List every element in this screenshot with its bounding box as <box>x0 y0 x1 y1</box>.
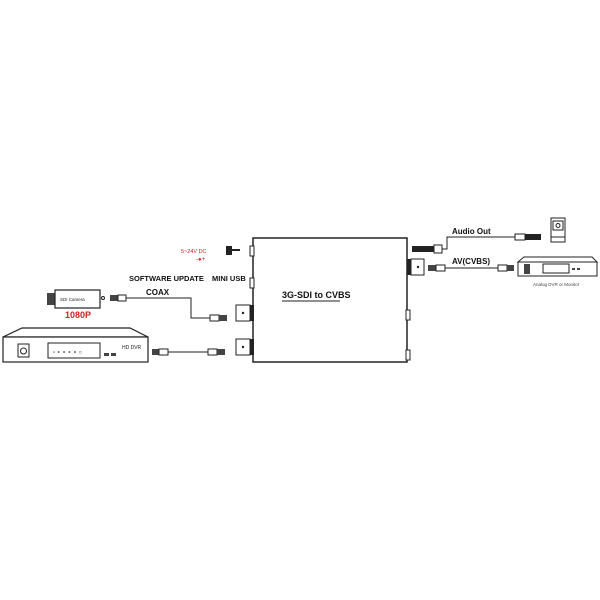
coax-cable <box>110 294 227 322</box>
av-cable: AV(CVBS) <box>428 257 514 272</box>
power-polarity-icon: -●+ <box>196 257 206 263</box>
mini-usb-label: MINI USB <box>212 274 246 283</box>
av-cvbs-label: AV(CVBS) <box>452 257 490 266</box>
monitor-label: Analog DVR or Monitor <box>533 282 580 287</box>
dvr-label: HD DVR <box>122 345 142 351</box>
cvbs-output-port <box>407 258 425 276</box>
hd-dvr: ▫ ∘ ∘ ∘ ∘ ○ HD DVR <box>2 327 149 363</box>
device-title: 3G-SDI to CVBS <box>282 290 351 300</box>
coax-label: COAX <box>146 288 170 297</box>
power-plug: 5~24V DC -●+ <box>181 246 240 263</box>
sdi-camera: SDI Camera 1080P <box>47 289 105 320</box>
audio-plug <box>412 244 443 254</box>
power-label: 5~24V DC <box>181 249 207 255</box>
software-update-label: SOFTWARE UPDATE <box>129 274 204 283</box>
analog-monitor: Analog DVR or Monitor <box>516 256 599 287</box>
sdi-loop-port <box>235 338 254 356</box>
speaker-icon <box>550 217 566 243</box>
sdi-input-port <box>235 304 254 322</box>
dvr-cable <box>152 348 225 356</box>
camera-resolution: 1080P <box>65 310 91 320</box>
audio-cable: Audio Out <box>442 227 541 250</box>
converter-box: 3G-SDI to CVBS <box>249 237 411 363</box>
svg-text:▫ ∘ ∘ ∘ ∘ ○: ▫ ∘ ∘ ∘ ∘ ○ <box>53 350 82 356</box>
audio-out-label: Audio Out <box>452 227 491 236</box>
camera-label: SDI Camera <box>60 297 85 302</box>
